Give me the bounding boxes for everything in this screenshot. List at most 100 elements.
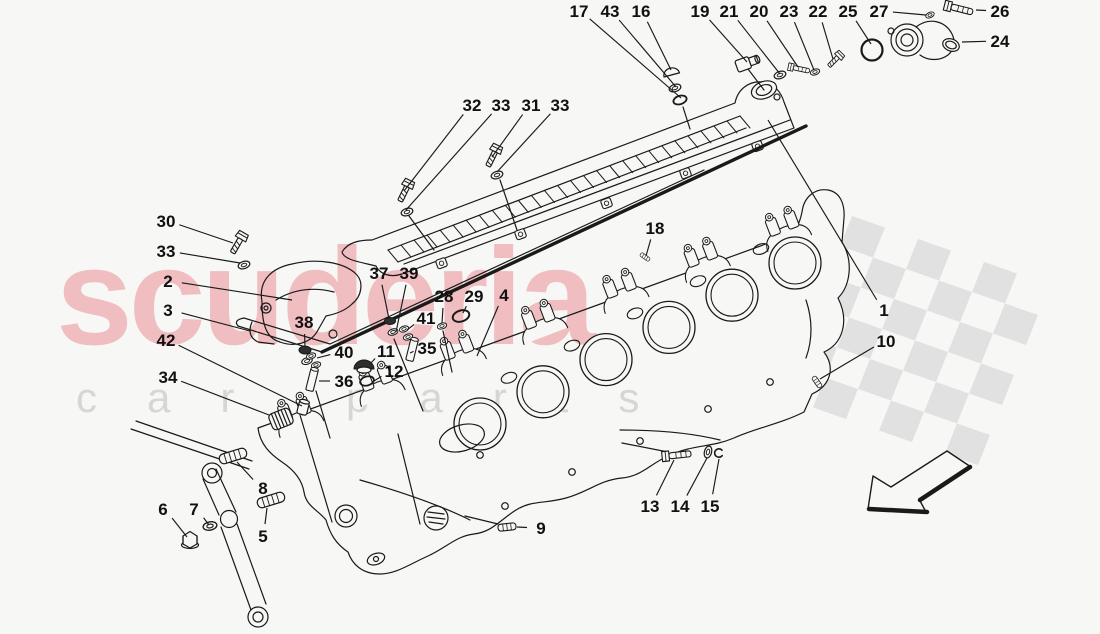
leader-line — [179, 224, 234, 244]
leader-line — [646, 21, 672, 71]
oil-cap-11 — [353, 359, 375, 374]
leader-line — [395, 284, 407, 333]
leader-line — [316, 354, 331, 359]
part-number-22: 22 — [809, 2, 828, 21]
leader-line — [180, 380, 270, 416]
part-number-33: 33 — [157, 242, 176, 261]
snap-ring-15 — [713, 448, 723, 458]
flag-cell — [858, 359, 903, 401]
part-number-37: 37 — [370, 264, 389, 283]
part-number-10: 10 — [877, 332, 896, 351]
part-number-19: 19 — [691, 2, 710, 21]
part-number-4: 4 — [499, 286, 509, 305]
part-number-27: 27 — [870, 2, 889, 21]
flag-cell — [813, 377, 858, 419]
leader-lines — [171, 9, 987, 538]
part-number-13: 13 — [641, 497, 660, 516]
engine-stay-bracket — [130, 420, 269, 628]
leader-line — [203, 517, 210, 526]
part-number-21: 21 — [720, 2, 739, 21]
o-ring-29 — [451, 309, 471, 323]
leader-line — [236, 461, 254, 480]
line-art — [130, 0, 975, 628]
flag-cell — [840, 216, 885, 258]
part-number-16: 16 — [632, 2, 651, 21]
part-number-38: 38 — [295, 313, 314, 332]
flag-cell — [927, 280, 972, 322]
flag-cell — [993, 303, 1038, 345]
sensor-19 — [734, 54, 761, 73]
part-number-43: 43 — [601, 2, 620, 21]
leader-line — [403, 114, 464, 192]
leader-line — [405, 113, 493, 211]
part-number-3: 3 — [163, 301, 172, 320]
front-cover-outline — [260, 260, 362, 345]
leader-line — [712, 458, 720, 495]
leader-line — [793, 21, 815, 71]
part-number-17: 17 — [570, 2, 589, 21]
leader-line — [264, 507, 268, 525]
flag-cell — [924, 382, 969, 424]
part-number-28: 28 — [435, 287, 454, 306]
part-number-33: 33 — [551, 96, 570, 115]
o-ring-25 — [860, 38, 884, 62]
leader-line — [181, 282, 293, 301]
leader-line — [737, 19, 781, 75]
checkered-flag-watermark — [792, 216, 1038, 465]
leader-line — [961, 40, 987, 43]
part-number-18: 18 — [646, 219, 665, 238]
water-outlet-24 — [887, 20, 960, 61]
part-number-39: 39 — [400, 264, 419, 283]
oil-cap-16 — [663, 67, 681, 78]
part-number-1: 1 — [879, 301, 888, 320]
part-number-32: 32 — [463, 96, 482, 115]
part-number-24: 24 — [991, 32, 1010, 51]
leader-line — [491, 114, 524, 158]
part-number-12: 12 — [385, 362, 404, 381]
direction-arrow — [866, 450, 973, 515]
flag-cell — [945, 423, 990, 465]
part-number-35: 35 — [418, 339, 437, 358]
part-number-7: 7 — [189, 500, 198, 519]
flag-cell — [969, 363, 1014, 405]
part-number-25: 25 — [839, 2, 858, 21]
part-number-23: 23 — [780, 2, 799, 21]
leader-line — [686, 457, 708, 496]
flag-cell — [903, 340, 948, 382]
leader-line — [476, 305, 499, 357]
leader-line — [892, 11, 927, 16]
flag-cell — [906, 239, 951, 281]
cover-gasket-edge — [320, 124, 808, 354]
gasket-outline — [235, 169, 705, 345]
leader-line — [370, 358, 376, 364]
part-number-5: 5 — [258, 527, 267, 546]
part-number-2: 2 — [163, 272, 172, 291]
leader-line — [381, 284, 390, 320]
leader-line — [496, 113, 551, 173]
part-number-31: 31 — [522, 96, 541, 115]
brand-watermark: scuderia car parts — [56, 220, 639, 421]
part-number-41: 41 — [417, 309, 436, 328]
cam-cover-outline — [341, 81, 795, 277]
part-number-34: 34 — [159, 368, 178, 387]
leader-line — [516, 526, 528, 529]
leader-line — [819, 346, 875, 380]
part-number-42: 42 — [157, 331, 176, 350]
part-number-6: 6 — [158, 500, 167, 519]
part-number-20: 20 — [750, 2, 769, 21]
part-number-26: 26 — [991, 2, 1010, 21]
flag-cell — [882, 299, 927, 341]
part-number-30: 30 — [157, 212, 176, 231]
leader-line — [589, 18, 682, 99]
part-number-9: 9 — [536, 519, 545, 538]
leader-line — [181, 312, 251, 332]
leader-line — [709, 19, 748, 63]
leader-line — [179, 252, 241, 264]
leader-line — [373, 375, 382, 382]
leader-line — [462, 305, 467, 314]
part-number-33: 33 — [492, 96, 511, 115]
leader-line — [975, 9, 987, 12]
spark-plug-bore — [423, 505, 449, 531]
